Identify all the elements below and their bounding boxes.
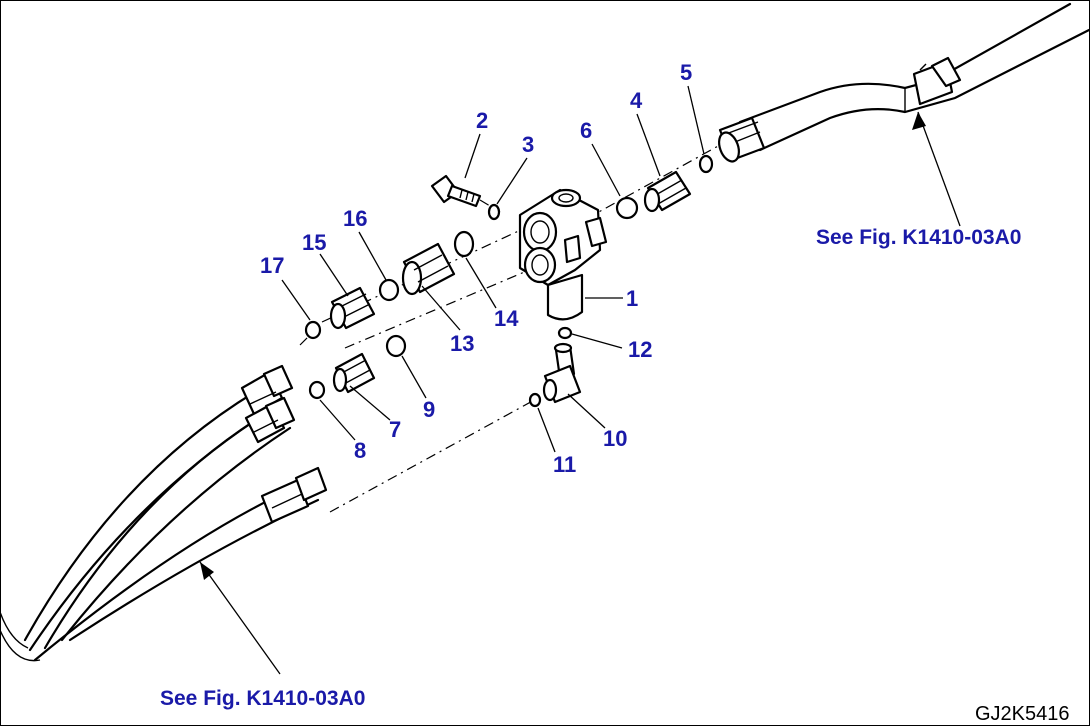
callout-2: 2 xyxy=(476,108,488,133)
callout-1: 1 xyxy=(626,286,638,311)
callout-6: 6 xyxy=(580,118,592,143)
coupling-13 xyxy=(401,242,456,296)
o-ring-17 xyxy=(304,320,322,340)
upper-hose xyxy=(718,2,1090,163)
o-ring-5 xyxy=(698,154,714,174)
callout-8: 8 xyxy=(354,438,366,463)
bolt xyxy=(430,174,482,208)
o-ring-9 xyxy=(385,334,407,358)
callout-5: 5 xyxy=(680,60,692,85)
o-ring-11 xyxy=(528,392,542,408)
connector-15 xyxy=(329,286,376,330)
figure-code: GJ2K5416 xyxy=(975,703,1070,725)
callout-3: 3 xyxy=(522,132,534,157)
leader-lines xyxy=(199,85,961,675)
connector-7 xyxy=(332,352,376,394)
reference-label-upper: See Fig. K1410-03A0 xyxy=(816,226,1021,249)
callout-13: 13 xyxy=(450,331,474,356)
callout-17: 17 xyxy=(260,253,284,278)
callout-labels: 1 2 3 4 5 6 7 8 9 10 11 12 13 14 15 16 1… xyxy=(260,60,692,477)
callout-11: 11 xyxy=(553,452,576,477)
valve-block xyxy=(518,188,608,321)
washer xyxy=(487,203,501,221)
o-ring-6 xyxy=(615,196,639,220)
callout-7: 7 xyxy=(389,417,401,442)
o-ring-16 xyxy=(378,278,400,302)
callout-14: 14 xyxy=(494,306,519,331)
elbow-10 xyxy=(542,342,582,404)
callout-16: 16 xyxy=(343,206,367,231)
o-ring-8 xyxy=(308,380,326,400)
o-ring-14 xyxy=(453,230,475,258)
reference-label-lower: See Fig. K1410-03A0 xyxy=(160,687,365,710)
callout-15: 15 xyxy=(302,230,326,255)
o-ring-12 xyxy=(557,326,573,340)
connector-4 xyxy=(643,170,692,213)
callout-12: 12 xyxy=(628,337,652,362)
callout-10: 10 xyxy=(603,426,627,451)
lower-hoses xyxy=(0,364,328,662)
callout-9: 9 xyxy=(423,397,435,422)
callout-4: 4 xyxy=(630,88,643,113)
